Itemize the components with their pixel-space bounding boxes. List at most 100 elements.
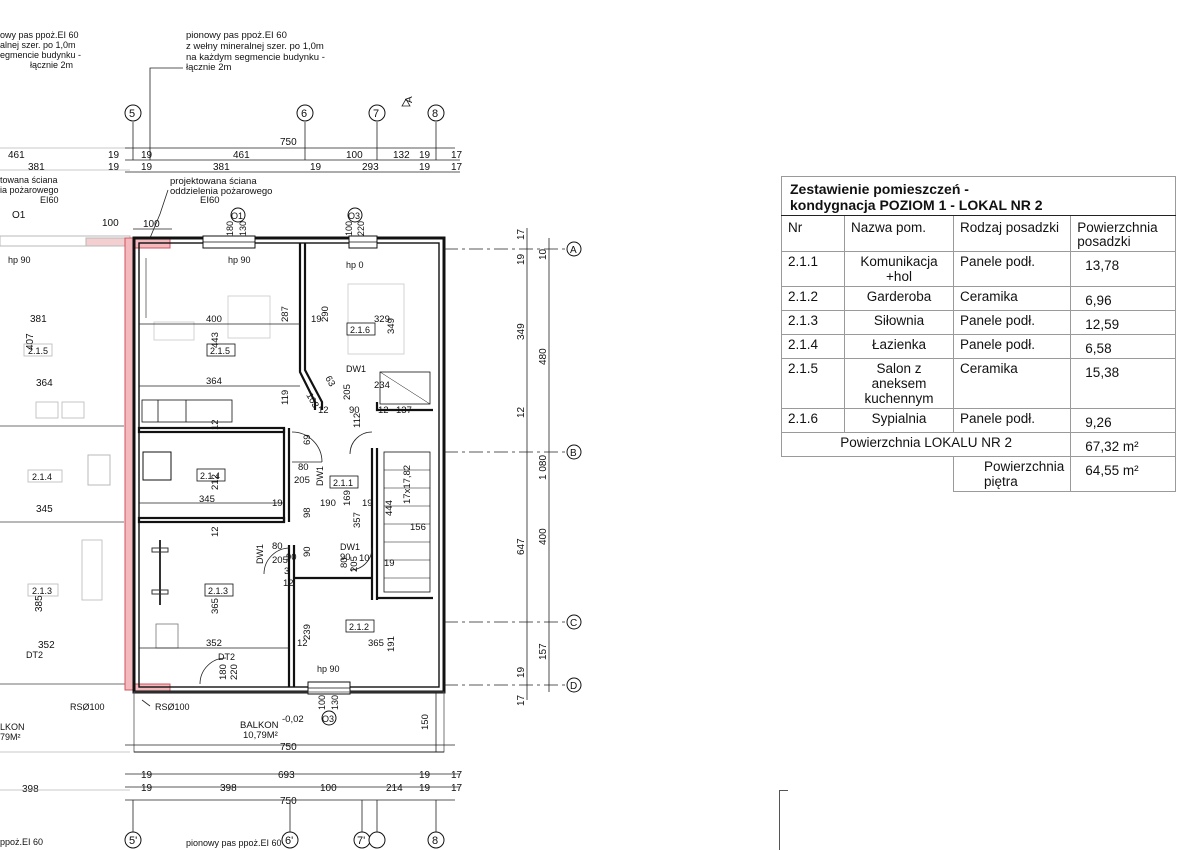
dim: 352 <box>206 638 222 649</box>
dim: 205 <box>272 555 288 566</box>
faint-note-line: alnej szer. po 1,0m <box>0 40 76 50</box>
cell-area: 15,38 <box>1070 358 1176 409</box>
cell-nr: 2.1.5 <box>781 358 845 409</box>
cell-area: 12,59 <box>1070 310 1176 335</box>
dim: 750 <box>280 137 297 148</box>
dim: 12 <box>210 419 221 430</box>
dim: 137 <box>396 405 412 416</box>
floor-height: hp 90 <box>228 255 251 265</box>
interior-walls <box>137 243 433 687</box>
room-labels: 2.1.5 2.1.6 2.1.4 2.1.1 2.1.3 2.1.2 <box>196 322 376 633</box>
cell-name: Salon z aneksem kuchennym <box>844 358 954 409</box>
axis-label: 6 <box>301 108 307 120</box>
header-name: Nazwa pom. <box>844 215 954 252</box>
cell-area: 9,26 <box>1070 408 1176 433</box>
dim: 132 <box>393 150 410 161</box>
room-label: 2.1.2 <box>349 622 369 632</box>
axis-label: 5 <box>129 108 135 120</box>
dim: 19 <box>384 558 395 569</box>
cell-name: Garderoba <box>844 286 954 311</box>
window-dim: 180 <box>225 221 235 236</box>
faint-balkon: LKON <box>0 722 25 732</box>
dim: 693 <box>278 770 295 781</box>
dim: 191 <box>386 636 397 652</box>
door-label: DW1 <box>315 466 325 486</box>
cell-nr: 2.1.3 <box>781 310 845 335</box>
window-label: O3 <box>322 714 334 724</box>
dim: 400 <box>538 528 549 545</box>
dim: 90 <box>340 552 351 563</box>
faint-rs: RSØ100 <box>70 702 105 712</box>
faint-door: DT2 <box>26 650 43 660</box>
window-dim: 220 <box>356 221 366 236</box>
faint-dim: 461 <box>8 150 25 161</box>
dim: 98 <box>302 507 313 518</box>
dim: 80 <box>339 557 350 568</box>
faint-dim: 19 <box>108 150 120 161</box>
axis-label: 6' <box>285 835 293 847</box>
dim: 17 <box>451 150 463 161</box>
door-swings <box>199 431 373 685</box>
cell-floor: Panele podł. <box>952 310 1072 335</box>
dim: 12 <box>378 405 389 416</box>
dim: 156 <box>410 522 426 533</box>
dim: 100 <box>143 219 160 230</box>
dim: 17 <box>451 162 463 173</box>
interior-dimensions: 400 443 287 19 290 329 349 364 119 103 6… <box>139 306 426 680</box>
dim: 12 <box>318 405 329 416</box>
dim: 17 <box>451 783 463 794</box>
cell-area: 6,58 <box>1070 334 1176 359</box>
header-nr: Nr <box>781 215 845 252</box>
dim: 400 <box>206 314 222 325</box>
frame-corner-mark <box>779 790 788 850</box>
dim: 190 <box>320 498 336 509</box>
dim: 365 <box>210 598 221 614</box>
dim: 220 <box>229 664 240 680</box>
dim: 234 <box>374 380 390 391</box>
faint-note-line: owy pas ppoż.EI 60 <box>0 30 79 40</box>
total-unit-value: 67,32 m² <box>1070 432 1176 457</box>
window-dim: 130 <box>238 221 248 236</box>
room-label: 2.1.5 <box>210 346 230 356</box>
dim: 19 <box>362 498 373 509</box>
table-row: 2.1.2 Garderoba Ceramika 6,96 <box>781 286 1176 311</box>
axis-label: 7' <box>357 835 365 847</box>
axis-label: 8 <box>432 835 438 847</box>
total-floor-value: 64,55 m² <box>1070 456 1176 492</box>
faint-room-label: 2.1.4 <box>32 472 52 482</box>
note-line: z wełny mineralnej szer. po 1,0m <box>186 41 324 52</box>
window-labels: O1 180 130 O3 100 220 O3 100 130 <box>225 207 366 726</box>
note-line: pionowy pas ppoż.EI 60 <box>186 30 287 41</box>
dim: 1 080 <box>538 455 549 480</box>
dim: 169 <box>342 490 353 506</box>
balkon-label: BALKON <box>240 720 279 731</box>
room-label: 2.1.1 <box>333 478 353 488</box>
table-row: 2.1.4 Łazienka Panele podł. 6,58 <box>781 334 1176 359</box>
room-label: 2.1.3 <box>208 586 228 596</box>
bottom-note: pionowy pas ppoż.EI 60 <box>186 838 282 848</box>
dim: 17 <box>451 770 463 781</box>
dim: 90 <box>349 405 360 416</box>
cell-floor: Panele podł. <box>952 251 1072 287</box>
dim: 90 <box>302 546 313 557</box>
window-label: O1 <box>231 211 243 221</box>
window-dim: 100 <box>317 695 327 710</box>
dim: 19 <box>419 770 431 781</box>
note-line: łącznie 2m <box>186 62 231 73</box>
dim: 12 <box>297 638 308 649</box>
dim: 17 <box>516 228 527 240</box>
dim: 205 <box>294 475 310 486</box>
dim: 345 <box>199 494 215 505</box>
faint-balkon-area: 79M² <box>0 732 21 742</box>
balkon-dim: 150 <box>420 714 431 730</box>
balkon-area: 10,79M² <box>243 730 278 741</box>
cell-floor: Ceramika <box>952 286 1072 311</box>
dim: 19 <box>419 162 431 173</box>
total-floor-row: Powierzchnia piętra 64,55 m² <box>782 456 1176 492</box>
dim: 12 <box>210 526 221 537</box>
dim: 19 <box>141 150 153 161</box>
dim: 329 <box>374 314 390 325</box>
faint-window: O1 <box>12 210 26 221</box>
axis-label: C <box>570 618 577 629</box>
axis-bubbles-top: 5 6 7 8 A <box>124 96 445 160</box>
